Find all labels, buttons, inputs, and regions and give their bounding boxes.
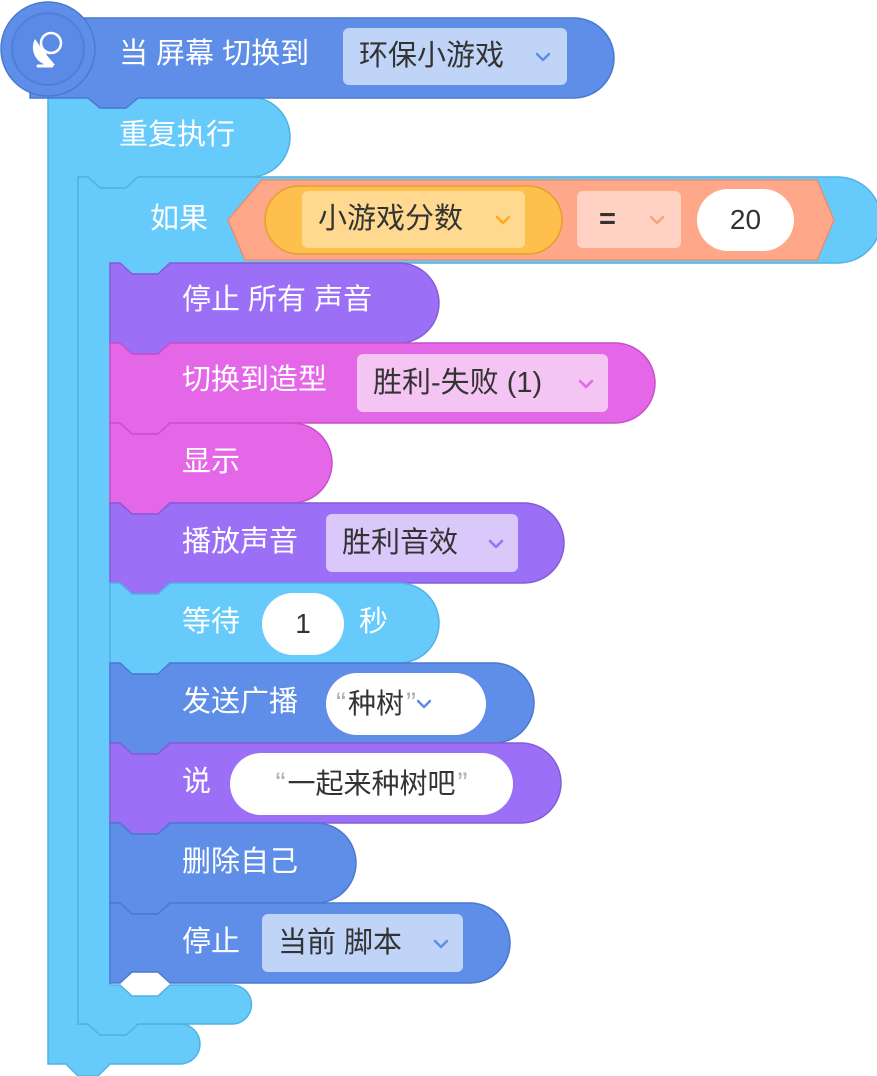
broadcast-message: 种树 bbox=[348, 688, 405, 719]
sound-value: 胜利音效 bbox=[342, 526, 459, 559]
say-label: 说 bbox=[182, 766, 212, 798]
close-quote: ” bbox=[406, 687, 417, 720]
broadcast-label: 发送广播 bbox=[182, 686, 299, 718]
switch-costume-label: 切换到造型 bbox=[182, 364, 328, 396]
stop-script-label: 停止 bbox=[182, 926, 241, 958]
hat-icon-ring bbox=[13, 14, 83, 84]
satellite-dish-icon bbox=[32, 31, 63, 68]
screen-dropdown-value: 环保小游戏 bbox=[359, 40, 505, 72]
compare-value: 20 bbox=[729, 204, 762, 235]
operator-symbol: = bbox=[599, 203, 616, 235]
chevron-down-icon bbox=[488, 539, 504, 549]
wait-seconds-input[interactable]: 1 bbox=[262, 593, 344, 655]
wait-seconds: 1 bbox=[295, 608, 311, 639]
show-label: 显示 bbox=[182, 446, 241, 478]
if-label: 如果 bbox=[150, 203, 209, 235]
variable-name: 小游戏分数 bbox=[318, 203, 464, 235]
sound-dropdown[interactable]: 胜利音效 bbox=[326, 514, 518, 572]
delete-self-label: 删除自己 bbox=[182, 846, 299, 878]
open-quote: “ bbox=[336, 687, 346, 720]
chevron-down-icon bbox=[578, 379, 594, 389]
costume-value: 胜利-失败 (1) bbox=[373, 366, 543, 399]
costume-dropdown[interactable]: 胜利-失败 (1) bbox=[357, 354, 608, 412]
hat-label: 当 屏幕 切换到 bbox=[119, 38, 310, 70]
chevron-down-icon bbox=[495, 215, 511, 225]
say-message-input[interactable]: “ 一起来种树吧 ” bbox=[230, 753, 513, 815]
wait-unit: 秒 bbox=[359, 606, 389, 638]
stop-sounds-label: 停止 所有 声音 bbox=[182, 284, 373, 316]
chevron-down-icon bbox=[649, 215, 665, 225]
play-sound-label: 播放声音 bbox=[182, 526, 299, 558]
operator-dropdown[interactable]: = bbox=[577, 191, 681, 248]
say-message: 一起来种树吧 bbox=[287, 768, 456, 799]
chevron-down-icon bbox=[433, 939, 449, 949]
wait-label: 等待 bbox=[182, 606, 241, 638]
chevron-down-icon bbox=[535, 52, 551, 62]
stop-option-value: 当前 脚本 bbox=[278, 926, 403, 959]
close-quote: ” bbox=[457, 767, 468, 800]
compare-value-input[interactable]: 20 bbox=[697, 189, 794, 251]
open-quote: “ bbox=[275, 767, 286, 800]
variable-dropdown[interactable]: 小游戏分数 bbox=[302, 191, 525, 248]
forever-label: 重复执行 bbox=[119, 119, 236, 151]
stop-option-dropdown[interactable]: 当前 脚本 bbox=[262, 914, 463, 972]
chevron-down-icon bbox=[416, 699, 432, 709]
broadcast-message-dropdown[interactable]: “ 种树 ” bbox=[326, 673, 486, 735]
screen-dropdown[interactable]: 环保小游戏 bbox=[343, 28, 567, 85]
